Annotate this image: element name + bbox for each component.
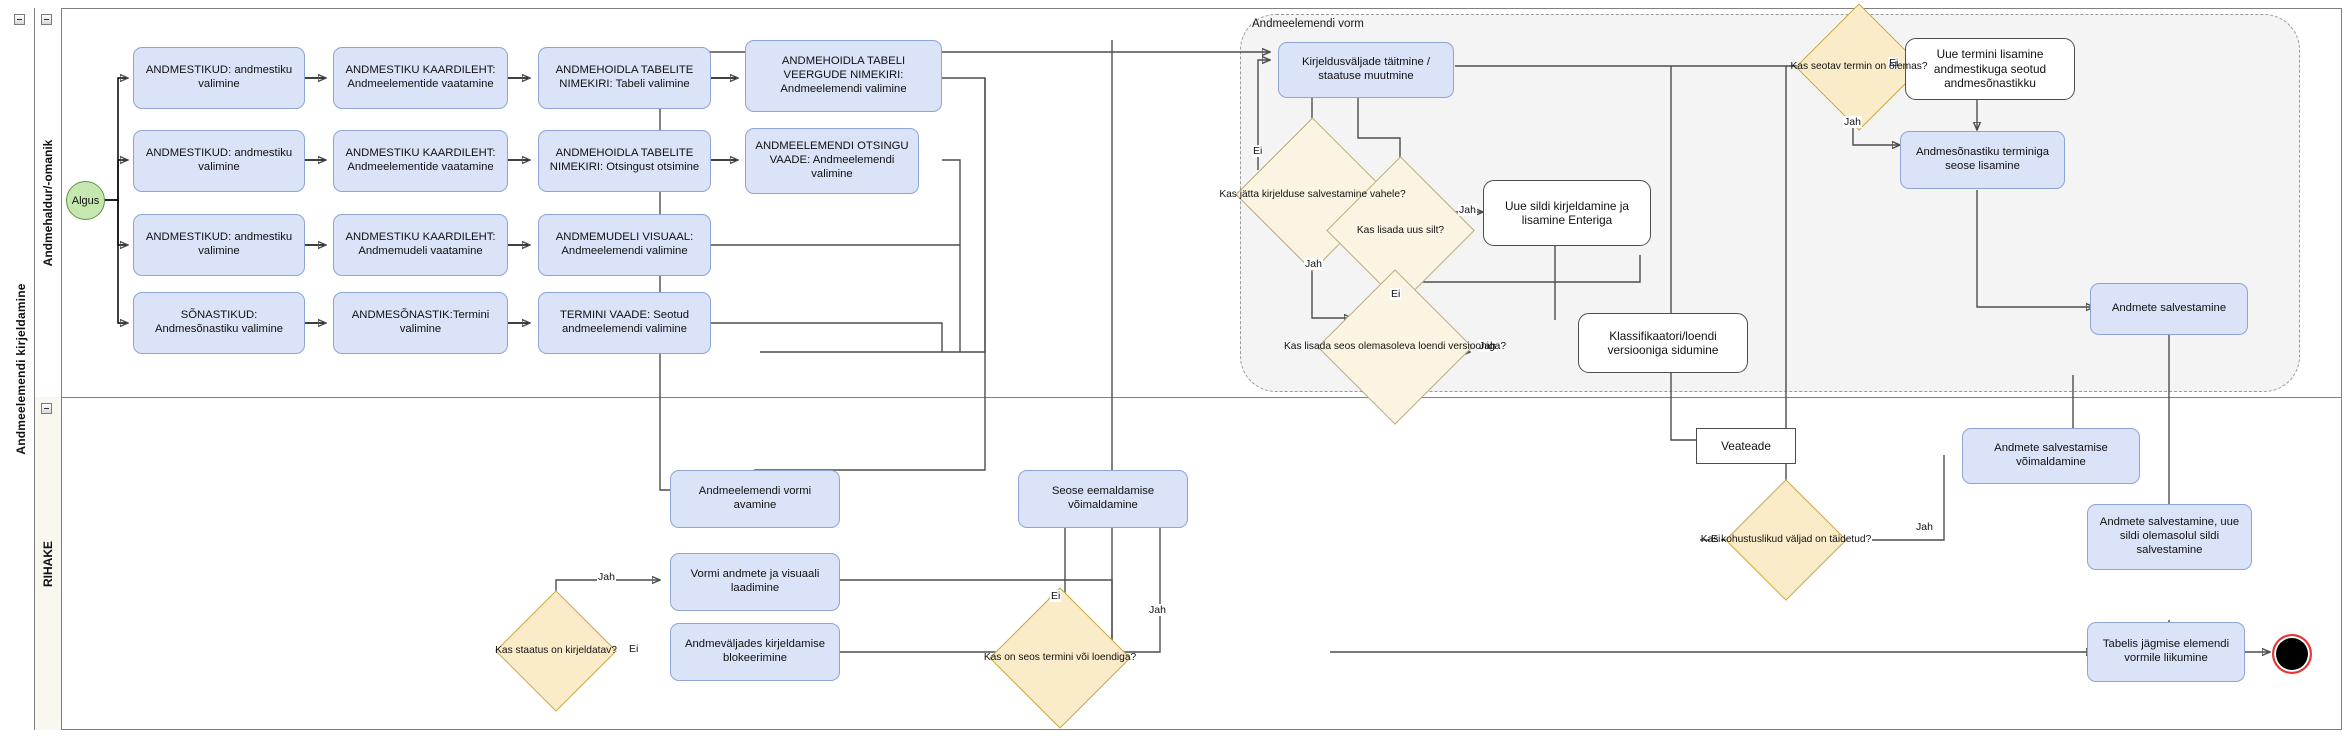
task-label: Uue termini lisamine andmestikuga seotud…: [1933, 47, 2047, 91]
gateway-kas-on-seos-termini-loendiga[interactable]: Kas on seos termini või loendiga?: [984, 587, 1136, 729]
task-kirjeldusvaljade-taitmine[interactable]: Kirjeldusväljade täitmine / staatuse muu…: [1278, 42, 1454, 98]
gateway-label: Kas lisada uus silt?: [1356, 224, 1445, 236]
task-label: Andmete salvestamine, uue sildi olemasol…: [2099, 516, 2240, 556]
task-label: ANDMEHOIDLA TABELITE NIMEKIRI: Tabeli va…: [555, 64, 694, 90]
task-label: Andmeelemendi vormi avamine: [698, 485, 812, 511]
edge-label-jah-skip-save: Jah: [1304, 258, 1323, 270]
lane-label-rihake: RIHAKE: [41, 540, 55, 587]
task-label: Andmete salvestamine: [2111, 302, 2227, 315]
end-event[interactable]: [2272, 634, 2312, 674]
task-label: Andmesõnastiku terminiga seose lisamine: [1915, 146, 2050, 172]
task-r3c1[interactable]: ANDMESTIKUD: andmestiku valimine: [133, 214, 305, 276]
task-uue-termini-lisamine[interactable]: Uue termini lisamine andmestikuga seotud…: [1905, 38, 2075, 100]
edge-label-jah-status: Jah: [597, 571, 616, 583]
task-r3c2[interactable]: ANDMESTIKU KAARDILEHT: Andmemudeli vaata…: [333, 214, 508, 276]
subprocess-label: Andmeelemendi vorm: [1252, 18, 1364, 30]
task-r1c2[interactable]: ANDMESTIKU KAARDILEHT: Andmeelementide v…: [333, 47, 508, 109]
pool-title-band: Andmeelemendi kirjeldamine: [8, 8, 35, 730]
task-seose-eemaldamise-voimaldamine[interactable]: Seose eemaldamise võimaldamine: [1018, 470, 1188, 528]
edge-label-jah-link-list: Jah: [1478, 340, 1497, 352]
task-label: ANDMEHOIDLA TABELI VEERGUDE NIMEKIRI: An…: [780, 55, 907, 95]
edge-label-ei-skip-save: Ei: [1252, 145, 1264, 157]
gateway-label: Kas kohustuslikud väljad on täidetud?: [1700, 534, 1872, 546]
task-label: ANDMESÕNASTIK:Termini valimine: [351, 309, 490, 335]
task-andmete-salvestamine-sildiga[interactable]: Andmete salvestamine, uue sildi olemasol…: [2087, 504, 2252, 570]
task-label: ANDMESTIKUD: andmestiku valimine: [145, 147, 293, 173]
edge-label-ei-required: Ei: [1710, 533, 1722, 545]
task-label: Andmeväljades kirjeldamise blokeerimine: [684, 638, 826, 664]
edge-label-jah-term-exists: Jah: [1843, 116, 1862, 128]
artifact-label: Veateade: [1721, 438, 1771, 453]
task-andmevaljades-blokeerimine[interactable]: Andmeväljades kirjeldamise blokeerimine: [670, 623, 840, 681]
task-label: Vormi andmete ja visuaali laadimine: [690, 568, 820, 594]
artifact-veateade: Veateade: [1696, 428, 1796, 464]
task-label: ANDMESTIKUD: andmestiku valimine: [145, 231, 293, 257]
gateway-kas-seotav-termin-olemas[interactable]: Kas seotav termin on olemas?: [1790, 3, 1928, 131]
task-r1c4[interactable]: ANDMEHOIDLA TABELI VEERGUDE NIMEKIRI: An…: [745, 40, 942, 112]
edge-label-jah-rel: Jah: [1148, 604, 1167, 616]
task-label: ANDMEMUDELI VISUAAL: Andmeelemendi valim…: [555, 231, 694, 257]
lane-header-andmehaldur: Andmehaldur/-omanik: [35, 8, 62, 397]
edge-label-ei-status: Ei: [628, 643, 640, 655]
gateway-label: Kas jätta kirjelduse salvestamine vahele…: [1219, 188, 1406, 200]
task-r2c2[interactable]: ANDMESTIKU KAARDILEHT: Andmeelementide v…: [333, 130, 508, 192]
task-andmeelemendi-vormi-avamine[interactable]: Andmeelemendi vormi avamine: [670, 470, 840, 528]
pool-title: Andmeelemendi kirjeldamine: [14, 283, 28, 455]
task-label: ANDMESTIKU KAARDILEHT: Andmemudeli vaata…: [345, 231, 496, 257]
task-r4c2[interactable]: ANDMESÕNASTIK:Termini valimine: [333, 292, 508, 354]
gateway-label: Kas staatus on kirjeldatav?: [495, 645, 617, 657]
task-vormi-andmete-laadimine[interactable]: Vormi andmete ja visuaali laadimine: [670, 553, 840, 611]
gateway-kas-lisada-uus-silt[interactable]: Kas lisada uus silt?: [1326, 156, 1475, 305]
edge-label-jah-required: Jah: [1915, 521, 1934, 533]
task-label: Klassifikaatori/loendi versiooniga sidum…: [1607, 328, 1719, 357]
task-label: SÕNASTIKUD: Andmesõnastiku valimine: [154, 309, 284, 335]
gateway-label: Kas lisada seos olemasoleva loendi versi…: [1284, 341, 1506, 353]
task-andmete-salvestamine[interactable]: Andmete salvestamine: [2090, 283, 2248, 335]
task-label: ANDMESTIKU KAARDILEHT: Andmeelementide v…: [345, 147, 496, 173]
task-label: Seose eemaldamise võimaldamine: [1051, 485, 1155, 511]
task-label: ANDMESTIKU KAARDILEHT: Andmeelementide v…: [345, 64, 496, 90]
gateway-kas-kohustuslikud-valjad[interactable]: Kas kohustuslikud väljad on täidetud?: [1701, 479, 1871, 601]
lane-collapse-toggle-rihake[interactable]: [41, 403, 52, 414]
task-uue-sildi-kirjeldamine[interactable]: Uue sildi kirjeldamine ja lisamine Enter…: [1483, 180, 1651, 246]
task-r3c3[interactable]: ANDMEMUDELI VISUAAL: Andmeelemendi valim…: [538, 214, 711, 276]
gateway-label: Kas on seos termini või loendiga?: [983, 652, 1137, 664]
task-label: TERMINI VAADE: Seotud andmeelemendi vali…: [559, 309, 690, 335]
edge-label-jah-add-tag: Jah: [1458, 204, 1477, 216]
task-label: ANDMESTIKUD: andmestiku valimine: [145, 64, 293, 90]
gateway-kas-staatus-kirjeldatav[interactable]: Kas staatus on kirjeldatav?: [495, 590, 617, 712]
task-r1c3[interactable]: ANDMEHOIDLA TABELITE NIMEKIRI: Tabeli va…: [538, 47, 711, 109]
task-label: Andmete salvestamise võimaldamine: [1994, 442, 2108, 468]
task-r4c1[interactable]: SÕNASTIKUD: Andmesõnastiku valimine: [133, 292, 305, 354]
lane-collapse-toggle-andmehaldur[interactable]: [41, 14, 52, 25]
task-label: Tabelis jägmise elemendi vormile liikumi…: [2102, 638, 2230, 664]
lane-separator: [35, 397, 2342, 398]
edge-label-ei-rel: Ei: [1050, 590, 1062, 602]
start-event-label: Algus: [71, 194, 100, 207]
start-event-algus[interactable]: Algus: [66, 181, 105, 220]
gateway-kas-lisada-seos-loendiga[interactable]: Kas lisada seos olemasoleva loendi versi…: [1284, 269, 1506, 425]
task-label: ANDMEHOIDLA TABELITE NIMEKIRI: Otsingust…: [549, 147, 700, 173]
task-andmete-salvestamise-voimaldamine[interactable]: Andmete salvestamise võimaldamine: [1962, 428, 2140, 484]
edge-label-ei-term-exists: Ei: [1888, 57, 1900, 69]
edge-label-ei-add-tag: Ei: [1390, 288, 1402, 300]
task-r2c1[interactable]: ANDMESTIKUD: andmestiku valimine: [133, 130, 305, 192]
task-r4c3[interactable]: TERMINI VAADE: Seotud andmeelemendi vali…: [538, 292, 711, 354]
task-r1c1[interactable]: ANDMESTIKUD: andmestiku valimine: [133, 47, 305, 109]
task-label: Kirjeldusväljade täitmine / staatuse muu…: [1301, 56, 1431, 82]
lane-header-rihake: RIHAKE: [35, 397, 62, 730]
task-label: Uue sildi kirjeldamine ja lisamine Enter…: [1505, 198, 1629, 227]
gateway-label: Kas seotav termin on olemas?: [1790, 61, 1928, 73]
task-r2c4[interactable]: ANDMEELEMENDI OTSINGU VAADE: Andmeelemen…: [745, 128, 919, 194]
task-label: ANDMEELEMENDI OTSINGU VAADE: Andmeelemen…: [755, 140, 909, 180]
task-r2c3[interactable]: ANDMEHOIDLA TABELITE NIMEKIRI: Otsingust…: [538, 130, 711, 192]
task-andmesonastiku-terminiga-seos[interactable]: Andmesõnastiku terminiga seose lisamine: [1900, 131, 2065, 189]
lane-label-andmehaldur: Andmehaldur/-omanik: [41, 139, 55, 266]
task-tabelis-jargmise-elemendi-vormile[interactable]: Tabelis jägmise elemendi vormile liikumi…: [2087, 622, 2245, 682]
gateway-kas-jatta-salvestamine[interactable]: Kas jätta kirjelduse salvestamine vahele…: [1219, 117, 1406, 272]
task-klassifikaatori-sidumine[interactable]: Klassifikaatori/loendi versiooniga sidum…: [1578, 313, 1748, 373]
pool-collapse-toggle[interactable]: [14, 14, 25, 25]
